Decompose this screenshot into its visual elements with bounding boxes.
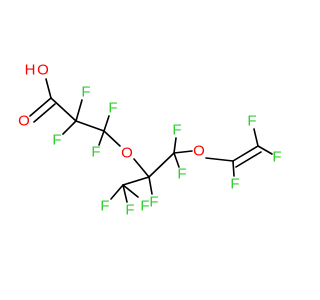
- bond-c5-o2: [173, 150, 193, 154]
- atom-fluorine-c6-down: F: [125, 202, 134, 219]
- structure-svg: O H O F F F F O F F F F F F O F F F: [18, 62, 281, 219]
- bond-c3-f-down: [98, 130, 105, 146]
- bond-c1-oh: [45, 78, 52, 99]
- atom-fluorine-c8-right: F: [272, 149, 281, 166]
- atom-labels: O H O F F F F O F F F F F F O F F F: [18, 62, 281, 219]
- bond-c1-carbonyl-o-a: [29, 97, 52, 117]
- atom-oxygen-ether-1: O: [121, 145, 133, 162]
- bond-c3-o1: [103, 130, 121, 147]
- atom-fluorine-c5-b: F: [177, 166, 186, 183]
- bond-c1-c2: [50, 97, 77, 122]
- atom-fluorine-c8-top: F: [247, 113, 256, 130]
- atom-oxygen-carbonyl: O: [18, 113, 30, 130]
- bond-o2-c7: [205, 157, 234, 162]
- bond-c2-f-up: [75, 99, 83, 122]
- atom-fluorine-c7-down: F: [230, 176, 239, 193]
- bond-c5-f-b: [173, 152, 180, 168]
- atom-oxygen-ether-2: O: [193, 143, 205, 160]
- atom-fluorine-c2-up: F: [81, 84, 90, 101]
- atom-fluorine-c2-left: F: [52, 132, 61, 149]
- bond-c4-c6: [122, 176, 150, 186]
- bond-c7-f-down: [232, 160, 235, 177]
- atom-fluorine-c6-right: F: [140, 198, 149, 215]
- bond-c8-f-top: [253, 128, 259, 147]
- atom-hydrogen: H: [25, 62, 36, 79]
- bond-c6-f-left: [110, 184, 124, 200]
- atom-fluorine-c3-down: F: [91, 144, 100, 161]
- bond-o1-c4: [133, 158, 150, 178]
- bond-c3-f-up: [103, 115, 110, 132]
- bond-c7-c8-a: [232, 145, 259, 162]
- atom-fluorine-c4-down: F: [149, 194, 158, 211]
- bonds: [29, 78, 273, 203]
- atom-fluorine-c3-up: F: [108, 100, 117, 117]
- bond-c5-f-a: [173, 137, 177, 154]
- molecule-diagram: O H O F F F F O F F F F F F O F F F: [18, 62, 281, 219]
- bond-c6-f-right: [122, 184, 139, 198]
- bond-c4-c5: [148, 152, 175, 178]
- bond-c1-carbonyl-o-b: [33, 103, 56, 123]
- atom-oxygen-hydroxyl: O: [37, 62, 49, 79]
- bond-c7-c8-b: [235, 151, 262, 168]
- bond-c4-f-down: [148, 176, 153, 195]
- bond-c6-f-down: [122, 184, 128, 203]
- atom-fluorine-c5-a: F: [172, 122, 181, 139]
- bond-c8-f-right: [257, 145, 273, 155]
- atom-fluorine-c6-left: F: [100, 198, 109, 215]
- bond-c2-f-left: [62, 120, 77, 135]
- bond-c2-c3: [75, 120, 105, 132]
